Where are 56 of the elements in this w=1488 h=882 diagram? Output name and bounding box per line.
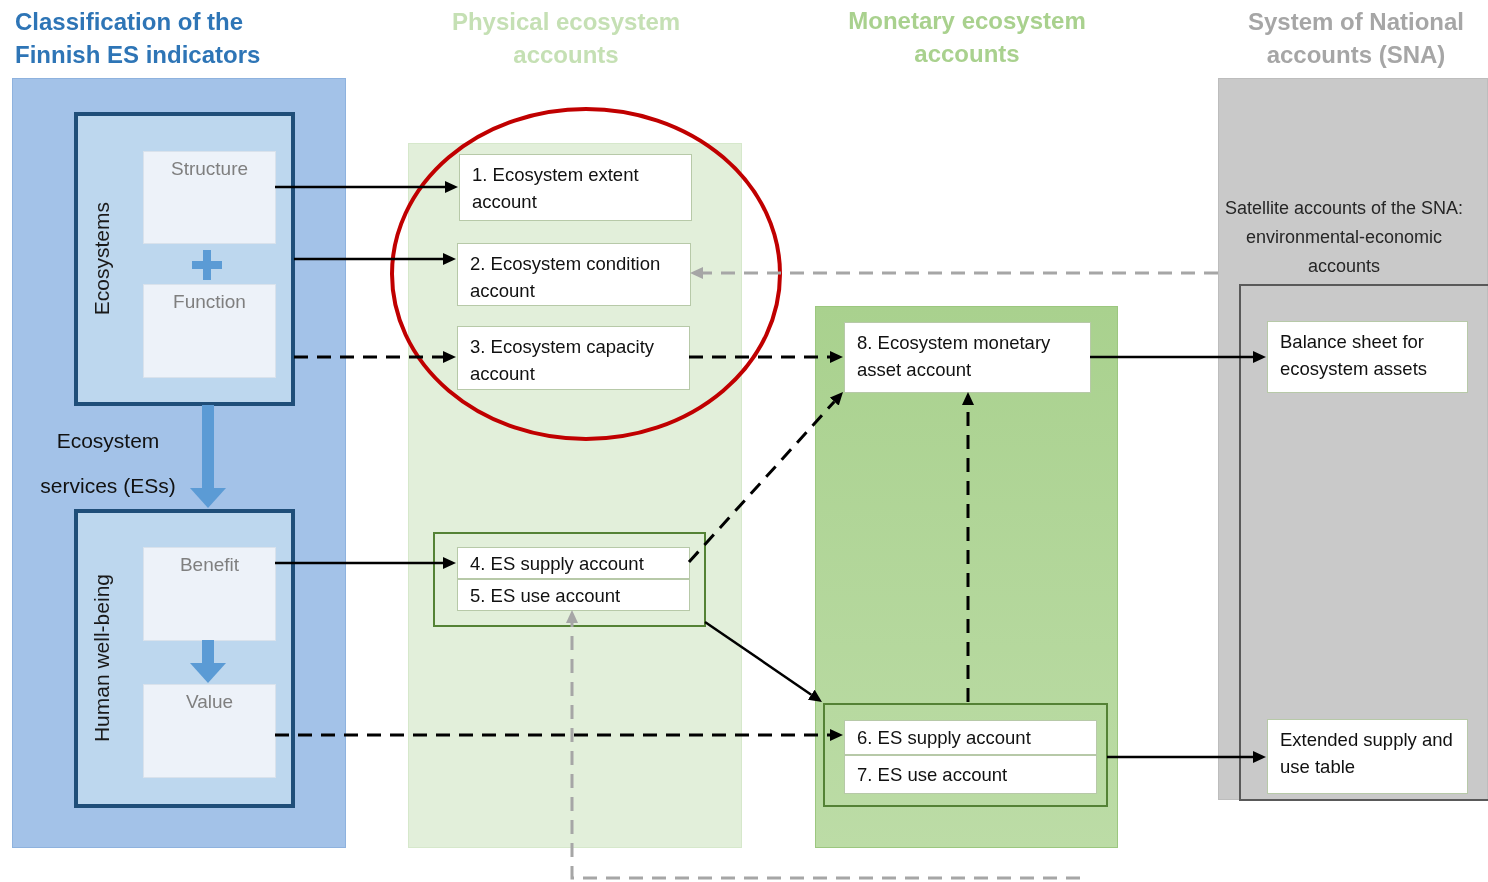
group-frame [74, 509, 295, 808]
concept-label: Value [185, 691, 234, 713]
account-label: 1. Ecosystem extent account [472, 163, 640, 214]
account-box [844, 322, 1091, 393]
account-row [844, 720, 1097, 755]
arrow [275, 557, 456, 569]
account-label: 6. ES supply account [857, 726, 1031, 750]
account-label: 8. Ecosystem monetary asset account [857, 331, 1052, 382]
account-row [457, 547, 690, 579]
arrow [1107, 751, 1266, 763]
dashed-arrow [690, 267, 1218, 279]
group-frame [433, 532, 706, 627]
concept-box [143, 284, 276, 378]
group-label: Human well-being [90, 574, 114, 743]
account-row [844, 755, 1097, 794]
edge-label: Ecosystem services (ESs) [39, 428, 177, 499]
concept-label: Structure [170, 158, 249, 180]
concept-box [143, 547, 276, 641]
account-label: 3. Ecosystem capacity account [470, 335, 656, 386]
dashed-arrow [689, 351, 843, 363]
account-label: 5. ES use account [470, 583, 621, 608]
concept-label: Function [173, 291, 246, 313]
account-label: Extended supply and use table [1280, 728, 1454, 779]
dashed-arrow [294, 351, 456, 363]
concept-label: Benefit [179, 554, 240, 576]
block-arrow [190, 405, 226, 508]
account-label: 7. ES use account [857, 763, 1008, 787]
dashed-arrow [566, 610, 1080, 880]
group-frame [823, 703, 1108, 807]
account-label: Balance sheet for ecosystem assets [1280, 330, 1429, 381]
dashed-arrow [275, 729, 843, 741]
account-box [1267, 719, 1468, 794]
arrow [1090, 351, 1266, 363]
block-arrow [190, 640, 226, 683]
concept-box [143, 151, 276, 244]
account-box [457, 243, 691, 306]
concept-box [143, 684, 276, 778]
column-heading: Monetary ecosystem accounts [847, 6, 1087, 69]
dashed-arrow [962, 392, 974, 702]
account-box [459, 154, 692, 221]
account-box [1267, 321, 1468, 393]
arrow [704, 620, 822, 702]
group-label: Ecosystems [90, 202, 114, 316]
column-heading: Physical ecosystem accounts [450, 7, 682, 70]
account-label: 2. Ecosystem condition account [470, 252, 662, 303]
account-box [457, 326, 690, 390]
arrow [275, 181, 458, 193]
column-panel [815, 306, 1118, 848]
group-frame [74, 112, 295, 406]
subsection-heading: Satellite accounts of the SNA: environmental-economic accounts [1223, 197, 1465, 278]
column-heading: System of National accounts (SNA) [1246, 7, 1465, 70]
column-heading: Classification of the Finnish ES indicators [15, 7, 262, 70]
account-label: 4. ES supply account [470, 551, 644, 576]
arrow [294, 253, 456, 265]
account-row [457, 579, 690, 611]
dashed-arrow [687, 392, 843, 563]
